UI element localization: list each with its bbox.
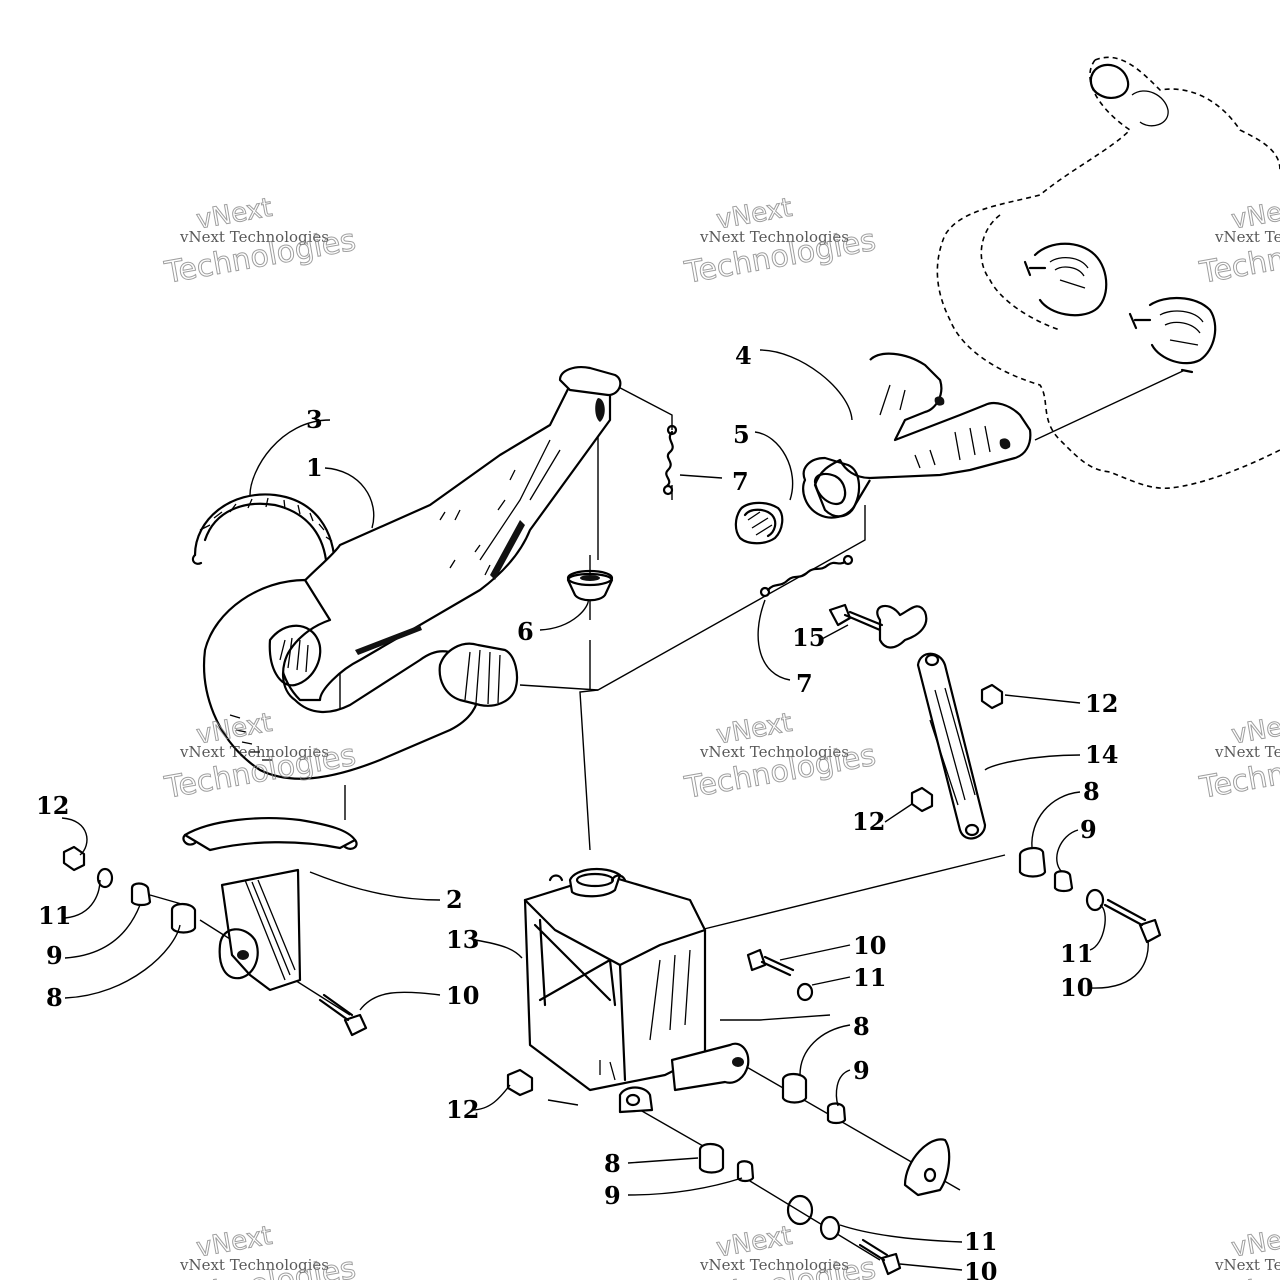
watermark-1: vNext vNext Technologies Technologies xyxy=(161,192,359,291)
mounting-strap xyxy=(876,604,987,840)
callout-9-bottom: 9 xyxy=(604,1181,621,1210)
callout-3: 3 xyxy=(306,405,323,434)
watermarks: vNext vNext Technologies Technologies vN… xyxy=(161,192,1280,1280)
callout-7-upper: 7 xyxy=(732,467,749,496)
callout-10-left: 10 xyxy=(446,981,479,1010)
svg-text:vNext Technologies: vNext Technologies xyxy=(179,228,329,246)
muffler-can xyxy=(523,867,750,1114)
callout-6: 6 xyxy=(517,617,534,646)
callout-8-left: 8 xyxy=(46,983,63,1012)
callout-10-right: 10 xyxy=(1060,973,1093,1002)
callout-8-right: 8 xyxy=(1083,777,1100,806)
callout-9-mid: 9 xyxy=(853,1056,870,1085)
callout-10-bottom: 10 xyxy=(964,1257,997,1280)
svg-text:vNext Technologies: vNext Technologies xyxy=(179,1256,329,1274)
svg-text:vNext Technologies: vNext Technologies xyxy=(1214,1256,1280,1274)
callout-4: 4 xyxy=(735,341,752,370)
callout-2: 2 xyxy=(446,885,463,914)
watermark-7: vNext vNext Technologies Technologies xyxy=(161,1220,359,1280)
assembly-center-lines xyxy=(149,369,1186,1261)
fasteners xyxy=(62,603,1162,1276)
callout-12-strap: 12 xyxy=(852,807,885,836)
callout-10-mid: 10 xyxy=(853,931,886,960)
callout-9-right: 9 xyxy=(1080,815,1097,844)
callout-13: 13 xyxy=(446,925,479,954)
watermark-9: vNext vNext Technologies Technologies xyxy=(1196,1220,1280,1280)
expansion-chamber xyxy=(203,366,622,780)
svg-text:vNext Technologies: vNext Technologies xyxy=(699,1256,849,1274)
watermark-8: vNext vNext Technologies Technologies xyxy=(681,1220,879,1280)
callout-11-mid: 11 xyxy=(853,963,886,992)
callout-1: 1 xyxy=(306,453,323,482)
engine-outline xyxy=(936,56,1280,490)
svg-text:vNext Technologies: vNext Technologies xyxy=(1214,743,1280,761)
callout-8-mid: 8 xyxy=(853,1012,870,1041)
callout-14: 14 xyxy=(1085,740,1118,769)
callout-8-bottom: 8 xyxy=(604,1149,621,1178)
callout-11-bottom: 11 xyxy=(964,1227,997,1256)
callout-12-bottom: 12 xyxy=(446,1095,479,1124)
springs xyxy=(662,424,854,598)
callout-11-left: 11 xyxy=(38,901,71,930)
watermark-6: vNext vNext Technologies Technologies xyxy=(1196,707,1280,806)
watermark-5: vNext vNext Technologies Technologies xyxy=(681,707,879,806)
callout-labels: 3 1 4 5 7 6 7 15 12 14 8 12 9 11 10 12 1… xyxy=(36,341,1118,1280)
callout-5: 5 xyxy=(733,420,750,449)
heat-shield-strap xyxy=(191,493,339,581)
svg-text:vNext Technologies: vNext Technologies xyxy=(1214,228,1280,246)
callout-12-left: 12 xyxy=(36,791,69,820)
callout-7-lower: 7 xyxy=(796,669,813,698)
seal-ring xyxy=(734,501,784,545)
exhaust-manifold xyxy=(802,352,1032,519)
callout-9-left: 9 xyxy=(46,941,63,970)
grommet xyxy=(566,569,614,602)
leader-lines xyxy=(61,349,1149,1271)
muffler-bracket xyxy=(182,817,358,992)
callout-11-right: 11 xyxy=(1060,939,1093,968)
svg-text:vNext Technologies: vNext Technologies xyxy=(179,743,329,761)
svg-text:vNext Technologies: vNext Technologies xyxy=(699,228,849,246)
watermark-2: vNext vNext Technologies Technologies xyxy=(681,192,879,291)
callout-15: 15 xyxy=(792,623,825,652)
callout-12-right: 12 xyxy=(1085,689,1118,718)
watermark-3: vNext vNext Technologies Technologies xyxy=(1196,192,1280,291)
svg-text:vNext Technologies: vNext Technologies xyxy=(699,743,849,761)
